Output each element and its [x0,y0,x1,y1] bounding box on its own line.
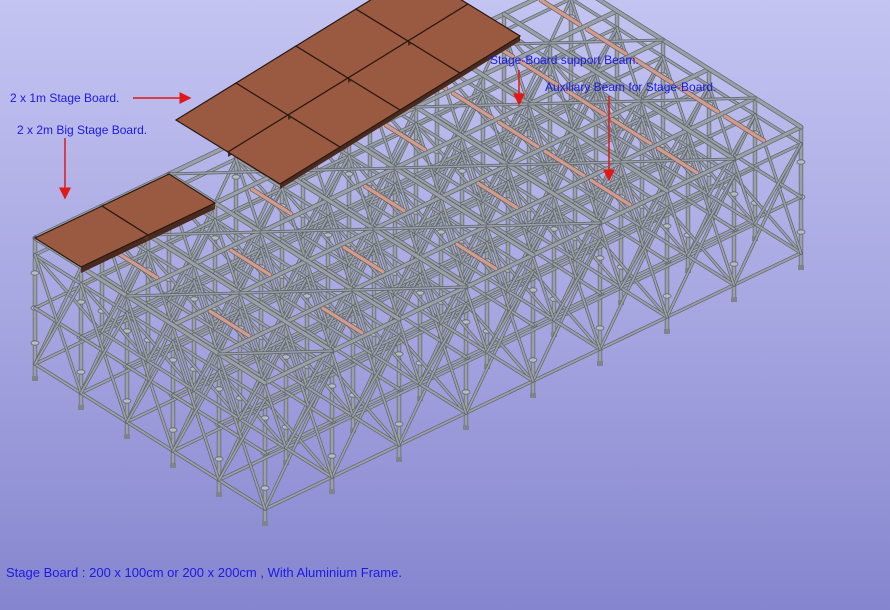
rosette-joint [394,421,404,427]
base-plate [664,329,670,334]
rosette-joint [30,340,40,346]
base-plate [216,492,222,497]
base-plate [530,393,536,398]
rosette-joint [76,369,86,375]
label-small-stage-board: 2 x 1m Stage Board. [10,91,120,105]
base-plate [78,405,84,410]
rosette-joint [327,453,337,459]
rosette-joint [122,398,132,404]
rosette-joint [796,229,806,235]
base-plate [262,521,268,526]
base-plate [32,376,38,381]
rosette-joint [595,325,605,331]
rosette-joint [662,293,672,299]
stage-boards [33,0,522,273]
rosette-joint [231,174,241,180]
rosette-joint [260,485,270,491]
label-auxiliary-beam: Auxiliary Beam for Stage-Board. [545,80,717,94]
rosette-joint [461,389,471,395]
rosette-joint [796,159,806,165]
big-stage-board [100,173,217,236]
label-stage-board-support-beam: Stage-Board support Beam. [490,53,639,67]
caption: Stage Board : 200 x 100cm or 200 x 200cm… [6,565,402,580]
base-plate [124,434,130,439]
base-plate [463,425,469,430]
base-plate [798,265,804,270]
annotation-arrows [59,70,615,200]
rosette-joint [168,427,178,433]
base-plate [597,361,603,366]
rosette-joint [30,270,40,276]
rosette-joint [528,357,538,363]
base-plate [170,463,176,468]
base-plate [396,457,402,462]
base-plate [329,489,335,494]
rosette-joint [214,456,224,462]
small-stage-board [406,3,522,74]
rosette-joint [729,261,739,267]
label-big-stage-board: 2 x 2m Big Stage Board. [17,123,148,137]
base-plate [731,297,737,302]
